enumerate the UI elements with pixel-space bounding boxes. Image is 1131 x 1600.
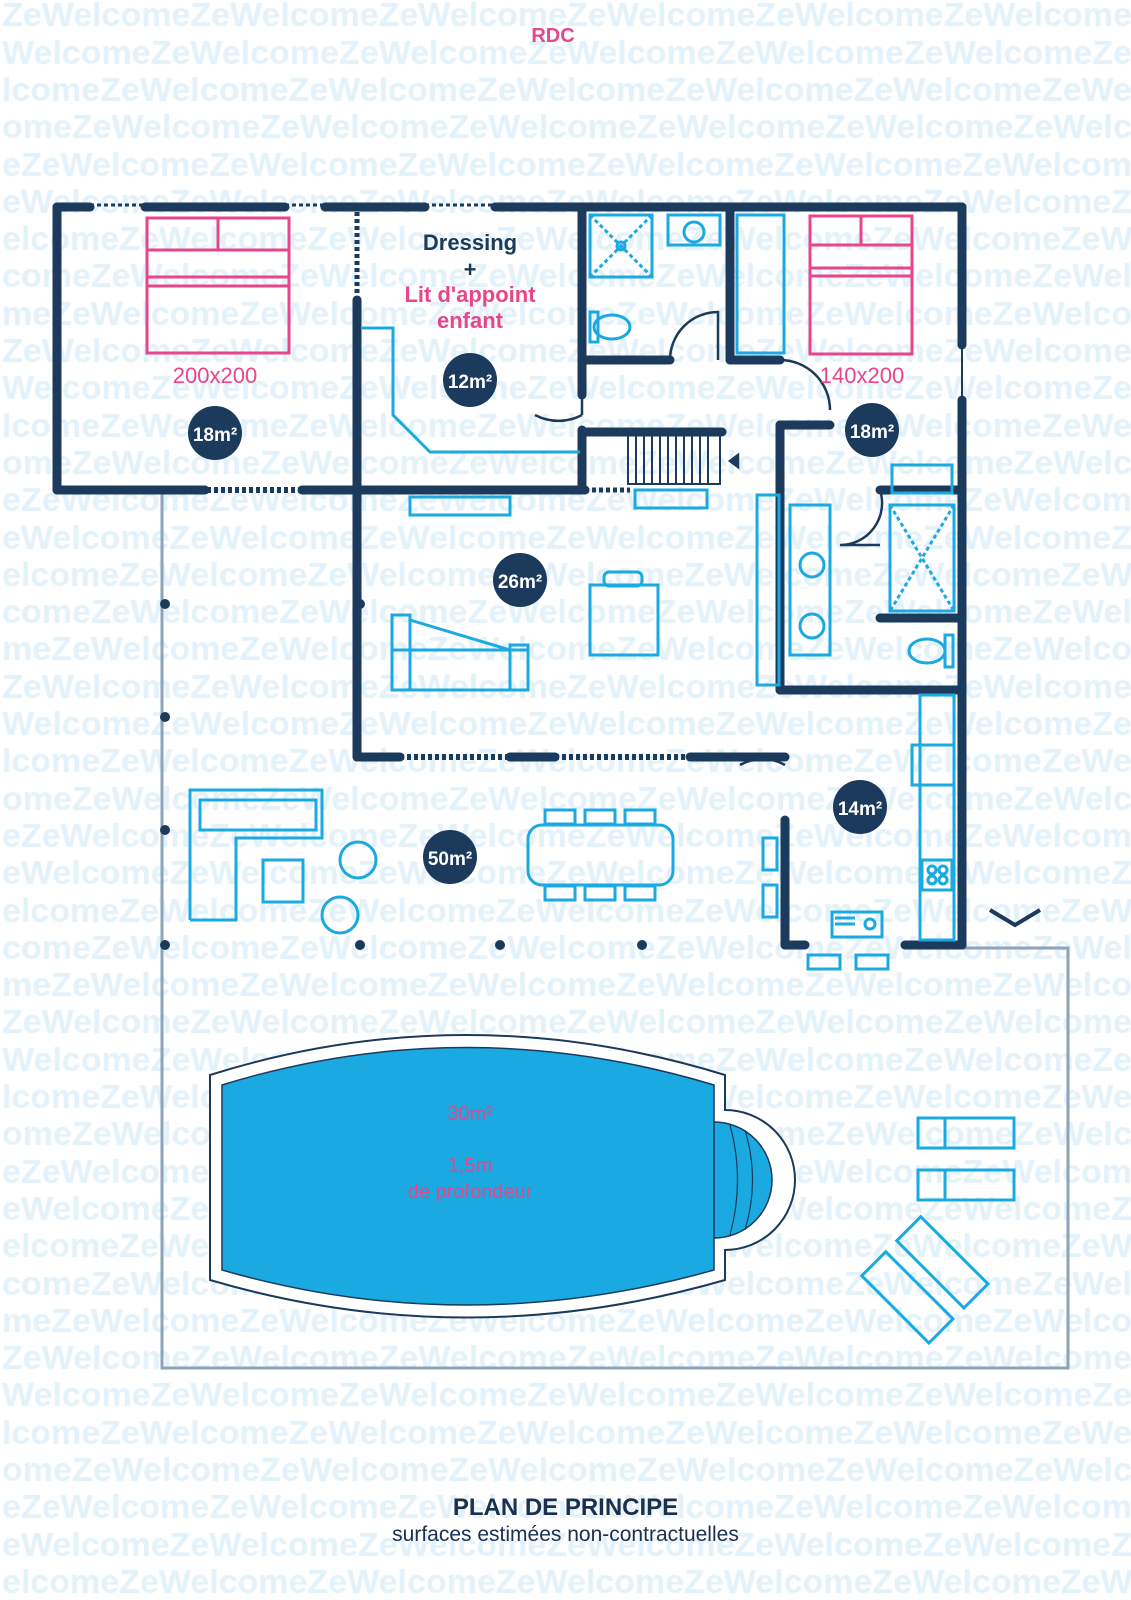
double-sink-icon bbox=[788, 503, 832, 657]
doors bbox=[534, 310, 1042, 928]
pool-depth: 1,5m bbox=[448, 1155, 492, 1177]
double-bed-140x200-icon bbox=[808, 214, 914, 356]
dining-table-icon bbox=[526, 808, 675, 902]
tv-stand-icon bbox=[408, 495, 512, 517]
bed-size-label: 140x200 bbox=[820, 363, 904, 388]
pool-depth-label: de profondeur bbox=[408, 1181, 533, 1203]
svg-text:12m²: 12m² bbox=[448, 372, 492, 393]
dressing-plus: + bbox=[464, 257, 477, 282]
dressing-subtitle: enfant bbox=[437, 308, 504, 333]
corner-sofa-icon bbox=[188, 788, 324, 922]
sofa-icon bbox=[390, 613, 530, 692]
area-badge-dressing: 12m² bbox=[443, 353, 497, 407]
area-badge-kitchen: 14m² bbox=[833, 780, 887, 834]
stairs-icon bbox=[627, 431, 721, 485]
svg-text:14m²: 14m² bbox=[838, 799, 882, 820]
bar-stools-icon bbox=[761, 836, 890, 971]
pool-area: 30m² bbox=[447, 1103, 493, 1125]
svg-text:50m²: 50m² bbox=[428, 849, 472, 870]
bed-size-label: 200x200 bbox=[173, 363, 257, 388]
area-badge-living: 26m² bbox=[493, 553, 547, 607]
dressing-title: Dressing bbox=[423, 230, 517, 255]
kitchen-counter-icon bbox=[910, 693, 956, 942]
footer-title: PLAN DE PRINCIPE bbox=[452, 1494, 679, 1521]
svg-text:18m²: 18m² bbox=[193, 425, 237, 446]
svg-text:26m²: 26m² bbox=[498, 572, 542, 593]
sink-icon bbox=[666, 213, 722, 247]
area-badge-bedroom2: 18m² bbox=[845, 403, 899, 457]
area-badge-terrace: 50m² bbox=[423, 830, 477, 884]
windows bbox=[90, 203, 963, 760]
shower-icon bbox=[588, 213, 654, 279]
shower-icon bbox=[888, 463, 956, 613]
svg-text:18m²: 18m² bbox=[850, 422, 894, 443]
double-bed-200x200-icon bbox=[145, 216, 291, 355]
garden-posts bbox=[160, 599, 647, 950]
footer-subtitle: surfaces estimées non-contractuelles bbox=[392, 1523, 739, 1546]
dressing-cabinet-icon bbox=[362, 326, 580, 454]
pool bbox=[209, 1034, 796, 1319]
tv-stand-icon bbox=[633, 488, 709, 510]
pouf-icon bbox=[320, 895, 360, 935]
garden-outline bbox=[160, 490, 1070, 1370]
toilet-icon bbox=[907, 633, 955, 669]
level-label: RDC bbox=[531, 25, 574, 47]
bathroom-cabinet-icon bbox=[755, 493, 781, 687]
toilet-icon bbox=[588, 310, 632, 344]
area-badge-bedroom1: 18m² bbox=[188, 406, 242, 460]
armchair-icon bbox=[588, 570, 660, 657]
kitchen-sink-icon bbox=[830, 910, 884, 939]
wardrobe-icon bbox=[735, 213, 786, 355]
furniture bbox=[188, 213, 1016, 1346]
pouf-icon bbox=[338, 840, 378, 880]
sun-loungers-icon bbox=[859, 1116, 1016, 1346]
dressing-subtitle: Lit d'appoint bbox=[404, 282, 536, 307]
